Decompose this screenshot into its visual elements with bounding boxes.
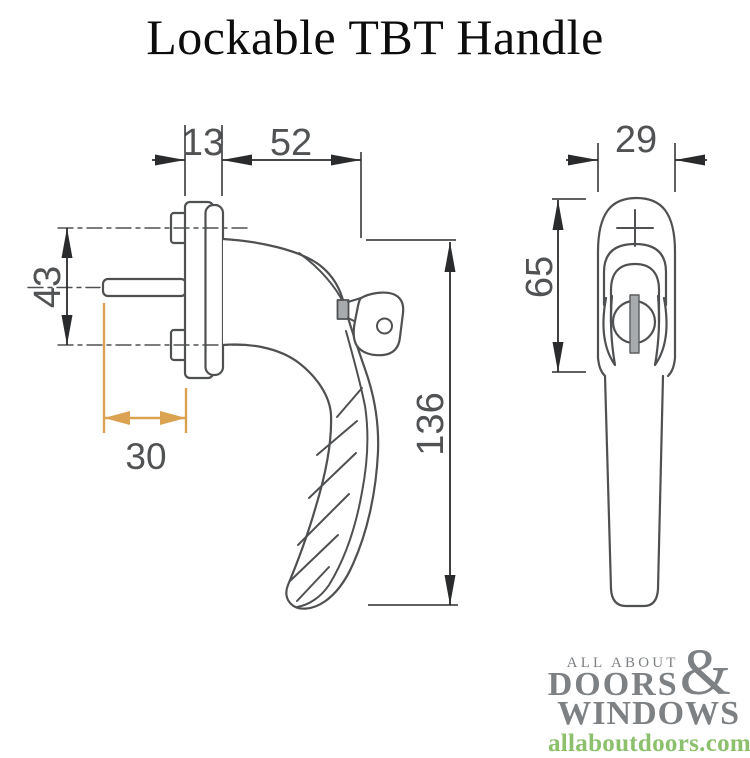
spindle <box>101 277 188 298</box>
grip-facet-lines <box>289 387 363 602</box>
key-shaft <box>336 299 350 320</box>
dimensions <box>61 125 707 606</box>
logo-ampersand: & <box>679 636 731 709</box>
page-title: Lockable TBT Handle <box>146 9 604 65</box>
dim-30-highlight <box>102 303 188 433</box>
key-icon <box>336 291 405 357</box>
dim-label-30: 30 <box>125 436 166 477</box>
rosette-outline <box>596 196 677 360</box>
neck-wing-right <box>653 294 668 367</box>
rosette-inner-arc-2 <box>609 262 661 324</box>
dim-label-136: 136 <box>410 392 452 455</box>
handle-side-view <box>27 200 405 610</box>
key-bow-hole <box>376 317 393 335</box>
dim-label-43: 43 <box>27 266 69 308</box>
handle-front-view <box>596 196 677 608</box>
keyway-slot <box>629 294 640 354</box>
dim-label-65: 65 <box>519 256 561 298</box>
handle-edge-contour <box>296 330 369 608</box>
logo-tagline: ALL ABOUT <box>566 655 679 671</box>
logo-word-doors: DOORS <box>547 666 679 703</box>
dim-label-13: 13 <box>182 122 224 164</box>
neck-wing-left <box>602 294 617 367</box>
dim-label-29: 29 <box>615 119 657 161</box>
dim-label-52: 52 <box>270 122 312 164</box>
lever-bar <box>603 374 665 608</box>
plus-mark <box>616 209 654 247</box>
company-logo: ALL ABOUT DOORS & WINDOWS allaboutdoors.… <box>547 636 750 758</box>
rosette-plate-cap <box>204 203 225 377</box>
logo-word-windows: WINDOWS <box>557 695 740 732</box>
logo-website: allaboutdoors.com <box>548 730 750 757</box>
